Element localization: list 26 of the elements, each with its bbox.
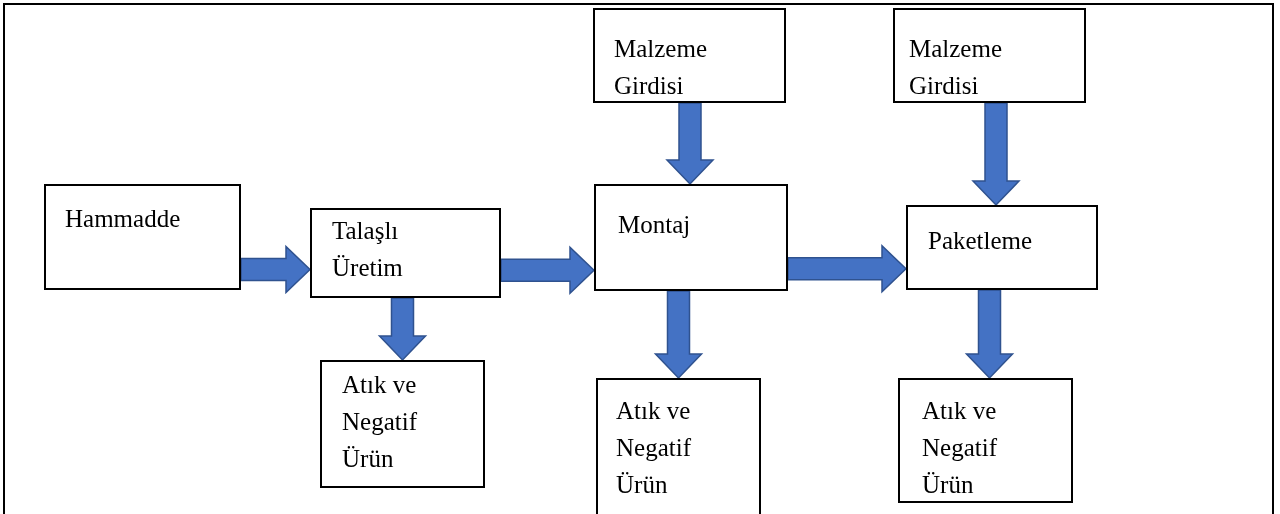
block-arrow: [240, 244, 312, 295]
block-arrow: [653, 290, 704, 380]
process-box: [593, 8, 786, 103]
box-label: Talaşlı Üretim: [332, 216, 404, 283]
process-box: [594, 184, 788, 291]
block-arrow: [964, 289, 1015, 380]
process-box: [44, 184, 241, 290]
block-arrow: [787, 244, 908, 294]
process-box: [893, 8, 1086, 103]
process-box: [596, 378, 761, 514]
block-arrow: [377, 297, 428, 362]
box-label: Malzeme Girdisi: [614, 34, 708, 101]
block-arrow: [665, 102, 715, 186]
process-box: [906, 205, 1098, 290]
box-label: Malzeme Girdisi: [909, 34, 1003, 101]
box-label: Atık ve Negatif Ürün: [342, 370, 418, 474]
block-arrow: [500, 245, 596, 296]
box-label: Atık ve Negatif Ürün: [616, 396, 692, 500]
process-box: [310, 208, 501, 298]
process-box: [898, 378, 1073, 503]
box-label: Paketleme: [928, 226, 1033, 256]
box-label: Montaj: [618, 210, 691, 240]
block-arrow: [971, 102, 1021, 207]
process-box: [320, 360, 485, 488]
box-label: Hammadde: [65, 204, 181, 234]
box-label: Atık ve Negatif Ürün: [922, 396, 998, 500]
